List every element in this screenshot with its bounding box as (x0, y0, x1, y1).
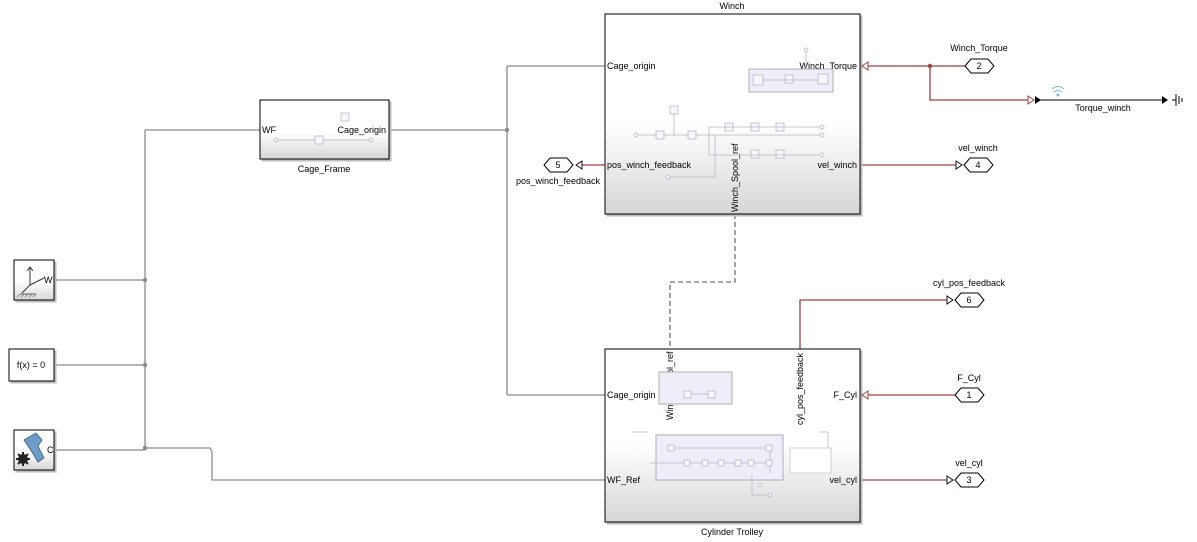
junction-dot (142, 362, 148, 368)
solver-config-block[interactable]: f(x) = 0 (8, 348, 55, 382)
outport-pos-winch-feedback[interactable]: 5 pos_winch_feedback (516, 157, 601, 186)
winch-port-pos-feedback: pos_winch_feedback (607, 160, 692, 170)
trolley-port-vel-cyl: vel_cyl (829, 475, 857, 485)
mechanism-config-port: C (47, 445, 54, 455)
cage-frame-port-origin: Cage_origin (337, 125, 386, 135)
winch-torque-input-arrow (861, 61, 869, 71)
line-torque-branch[interactable] (929, 66, 1028, 101)
trolley-port-wf-ref: WF_Ref (607, 475, 641, 485)
trolley-port-f-cyl: F_Cyl (833, 390, 857, 400)
outport-vel-cyl-label: vel_cyl (955, 458, 983, 468)
torque-winch-signal[interactable]: Torque_winch (1027, 86, 1183, 114)
cage-frame-title: Cage_Frame (298, 164, 351, 174)
signal-arrow (1035, 96, 1041, 104)
inport-winch-torque-number: 2 (976, 61, 981, 71)
signal-torque-winch-label: Torque_winch (1075, 103, 1131, 113)
trolley-internals (632, 371, 832, 498)
cage-frame-block[interactable]: WF Cage_origin Cage_Frame (259, 99, 390, 174)
winch-block[interactable]: Winch Cage_origin pos_winch_feedback Win… (604, 1, 869, 215)
trolley-port-cyl-pos: cyl_pos_feedback (795, 352, 805, 425)
line-cyl-pos[interactable] (799, 299, 947, 355)
outport-vel-cyl-number: 3 (966, 475, 971, 485)
winch-internals (633, 47, 834, 180)
terminator-icon (1172, 94, 1183, 106)
outport-vel-winch[interactable]: vel_winch 4 (955, 143, 998, 173)
outport-pos-feedback-number: 5 (555, 160, 560, 170)
cylinder-trolley-block[interactable]: Cage_origin WF_Ref F_Cyl vel_cyl Winch_S… (604, 348, 869, 537)
outport-cyl-pos-label: cyl_pos_feedback (933, 278, 1006, 288)
cage-frame-port-wf: WF (262, 125, 276, 135)
outport-pos-feedback-label: pos_winch_feedback (516, 176, 601, 186)
inport-f-cyl-number: 1 (966, 390, 971, 400)
cage-frame-internals (273, 112, 374, 145)
outport-vel-winch-number: 4 (975, 160, 980, 170)
wifi-logging-icon (1051, 86, 1065, 97)
world-frame-port: W (44, 275, 53, 285)
signal-arrow (1027, 95, 1035, 105)
winch-port-torque: Winch_Torque (799, 61, 857, 71)
inport-winch-torque[interactable]: Winch_Torque 2 (950, 43, 1008, 74)
junction-dot (504, 127, 510, 133)
junction-dot (927, 63, 933, 69)
winch-port-spool-ref: Winch_Spool_ref (730, 143, 740, 212)
physical-connections (54, 65, 736, 481)
solver-config-label: f(x) = 0 (17, 360, 45, 370)
outport-vel-winch-label: vel_winch (958, 143, 998, 153)
junction-dot (142, 277, 148, 283)
trolley-title: Cylinder Trolley (701, 527, 764, 537)
outport-cyl-pos-feedback[interactable]: cyl_pos_feedback 6 (933, 278, 1006, 308)
trolley-f-cyl-input-arrow (861, 390, 869, 400)
trolley-port-cage-origin: Cage_origin (607, 390, 656, 400)
world-frame-icon (16, 266, 45, 298)
line-spool-ref[interactable] (669, 214, 736, 372)
inport-winch-torque-label: Winch_Torque (950, 43, 1008, 53)
mechanism-config-block[interactable]: C (13, 429, 55, 471)
signal-connections (582, 63, 1162, 481)
outport-cyl-pos-number: 6 (966, 295, 971, 305)
outport-vel-cyl[interactable]: vel_cyl 3 (946, 458, 985, 488)
mechanism-config-icon (16, 432, 45, 466)
winch-port-vel: vel_winch (817, 160, 857, 170)
inport-f-cyl[interactable]: F_Cyl 1 (954, 373, 985, 403)
inport-f-cyl-label: F_Cyl (957, 373, 981, 383)
line-to-wf-ref[interactable] (145, 447, 605, 481)
world-frame-block[interactable]: W (13, 259, 55, 301)
terminator-arrow (1162, 96, 1168, 104)
winch-title: Winch (719, 1, 744, 11)
winch-port-cage-origin: Cage_origin (607, 61, 656, 71)
junction-dot (142, 445, 148, 451)
